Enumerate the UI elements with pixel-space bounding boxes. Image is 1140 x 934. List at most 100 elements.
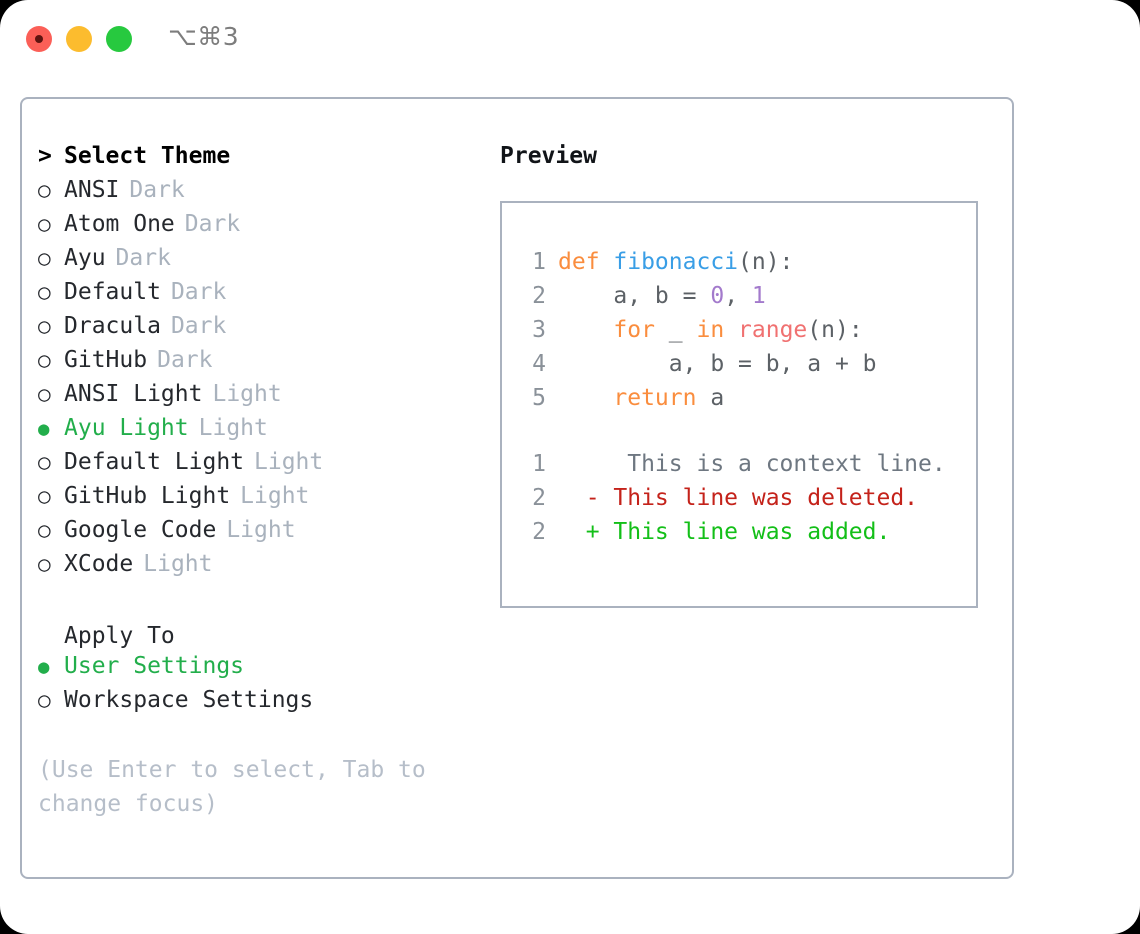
theme-option-label: Ayu Light bbox=[64, 415, 189, 441]
apply-to-option-row[interactable]: ● User Settings bbox=[38, 653, 478, 687]
theme-option-label: Default bbox=[64, 279, 161, 305]
code-token: 0 bbox=[710, 283, 725, 309]
code-line: 3 for _ in range(n): bbox=[502, 317, 976, 351]
theme-variant-badge: Dark bbox=[170, 279, 227, 305]
radio-unselected-icon: ○ bbox=[38, 280, 51, 304]
code-line: 4 a, b = b, a + b bbox=[502, 351, 976, 385]
line-number: 3 bbox=[532, 317, 546, 343]
apply-to-heading: Apply To bbox=[64, 623, 175, 649]
caret-icon: > bbox=[38, 143, 52, 169]
diff-line: 2 + This line was added. bbox=[502, 519, 976, 553]
code-token bbox=[558, 385, 613, 411]
apply-to-options-list: ● User Settings ○ Workspace Settings bbox=[38, 653, 478, 721]
code-token: , bbox=[724, 283, 752, 309]
theme-option-row[interactable]: ○ Atom One Dark bbox=[38, 211, 478, 245]
code-token: a bbox=[696, 385, 725, 411]
theme-option-label: Google Code bbox=[64, 517, 217, 543]
radio-unselected-icon: ○ bbox=[38, 246, 51, 270]
code-token: fibonacci bbox=[613, 249, 739, 275]
code-line-text: for _ in range(n): bbox=[558, 317, 863, 343]
radio-unselected-icon: ○ bbox=[38, 212, 51, 236]
list-spacer bbox=[38, 585, 478, 619]
line-number: 2 bbox=[532, 283, 546, 309]
line-number: 2 bbox=[532, 485, 546, 511]
theme-variant-badge: Dark bbox=[157, 347, 213, 373]
keyboard-hint-text: (Use Enter to select, Tab to change focu… bbox=[38, 757, 440, 817]
code-token: return bbox=[613, 385, 697, 411]
theme-variant-badge: Dark bbox=[184, 211, 241, 237]
theme-option-label: Atom One bbox=[64, 211, 175, 237]
radio-unselected-icon: ○ bbox=[38, 314, 51, 338]
theme-option-row[interactable]: ○ Default Dark bbox=[38, 279, 478, 313]
code-token: 1 bbox=[751, 283, 766, 309]
theme-variant-badge: Light bbox=[143, 551, 213, 577]
diff-line-text: - This line was deleted. bbox=[558, 485, 919, 511]
theme-option-label: XCode bbox=[64, 551, 134, 577]
radio-unselected-icon: ○ bbox=[38, 688, 51, 712]
diff-line-text: This is a context line. bbox=[558, 451, 946, 477]
radio-unselected-icon: ○ bbox=[38, 518, 51, 542]
line-number: 2 bbox=[532, 519, 546, 545]
apply-to-option-label: Workspace Settings bbox=[64, 687, 314, 713]
code-token: (n): bbox=[807, 317, 863, 343]
select-theme-heading: > Select Theme bbox=[38, 143, 478, 177]
maximize-button[interactable] bbox=[106, 26, 132, 52]
code-token: for bbox=[613, 317, 655, 343]
section-title-label: Select Theme bbox=[64, 143, 231, 169]
preview-title: Preview bbox=[500, 143, 597, 169]
theme-option-row[interactable]: ○ XCode Light bbox=[38, 551, 478, 585]
theme-option-label: Default Light bbox=[64, 449, 245, 475]
diff-line: 1 This is a context line. bbox=[502, 451, 976, 485]
theme-option-row[interactable]: ○ GitHub Dark bbox=[38, 347, 478, 381]
line-number: 1 bbox=[532, 451, 546, 477]
minimize-button[interactable] bbox=[66, 26, 92, 52]
code-token: def bbox=[558, 249, 614, 275]
code-token: _ bbox=[654, 317, 697, 343]
code-token bbox=[724, 317, 738, 343]
radio-unselected-icon: ○ bbox=[38, 450, 51, 474]
theme-option-label: ANSI Light bbox=[64, 381, 203, 407]
line-number: 4 bbox=[532, 351, 546, 377]
apply-to-option-row[interactable]: ○ Workspace Settings bbox=[38, 687, 478, 721]
code-line: 5 return a bbox=[502, 385, 976, 419]
code-line-text: a, b = b, a + b bbox=[558, 351, 877, 377]
diff-sample: 1 This is a context line.2 - This line w… bbox=[502, 451, 976, 553]
theme-variant-badge: Dark bbox=[129, 177, 185, 203]
code-token: a, b = bbox=[558, 283, 711, 309]
theme-variant-badge: Dark bbox=[115, 245, 171, 271]
code-line-text: a, b = 0, 1 bbox=[558, 283, 766, 309]
radio-unselected-icon: ○ bbox=[38, 348, 51, 372]
theme-option-label: GitHub bbox=[64, 347, 148, 373]
code-diff-gap bbox=[502, 419, 976, 451]
radio-unselected-icon: ○ bbox=[38, 178, 51, 202]
code-token: range bbox=[738, 317, 808, 343]
apply-to-option-label: User Settings bbox=[64, 653, 245, 679]
theme-variant-badge: Light bbox=[240, 483, 310, 509]
theme-option-label: Dracula bbox=[64, 313, 161, 339]
diff-line-text: + This line was added. bbox=[558, 519, 891, 545]
radio-selected-icon: ● bbox=[38, 656, 50, 678]
code-token: a, b = b, a + b bbox=[558, 351, 877, 377]
radio-unselected-icon: ○ bbox=[38, 552, 51, 576]
radio-unselected-icon: ○ bbox=[38, 484, 51, 508]
radio-selected-icon: ● bbox=[38, 418, 50, 440]
code-token: in bbox=[696, 317, 725, 343]
close-button[interactable] bbox=[26, 26, 52, 52]
line-number: 5 bbox=[532, 385, 546, 411]
code-line: 2 a, b = 0, 1 bbox=[502, 283, 976, 317]
